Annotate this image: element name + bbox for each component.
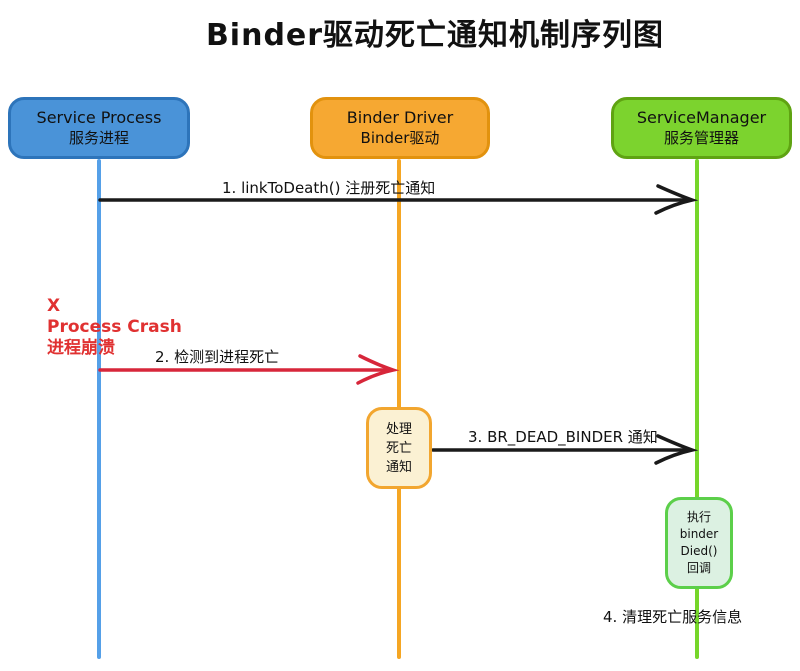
message-label-detect-death: 2. 检测到进程死亡: [155, 348, 280, 366]
note-exec-binder-died-callback: 执行 binder Died() 回调: [665, 497, 733, 589]
actor-servicemanager: ServiceManager 服务管理器: [611, 97, 792, 159]
note-line: 执行: [686, 510, 711, 524]
lifeline-servicemanager: [695, 159, 699, 659]
crash-text-zh: 进程崩溃: [47, 338, 115, 358]
actor-binder-driver-name-en: Binder Driver: [346, 108, 454, 127]
actor-binder-driver-name-zh: Binder驱动: [360, 129, 440, 147]
crash-annotation: X Process Crash 进程崩溃: [47, 296, 182, 359]
diagram-title: Binder驱动死亡通知机制序列图: [205, 18, 665, 53]
actor-servicemanager-name-en: ServiceManager: [636, 108, 767, 127]
message-label-cleanup-service: 4. 清理死亡服务信息: [603, 608, 743, 626]
crash-text-en: Process Crash: [47, 317, 182, 337]
note-line: Died(): [680, 544, 718, 558]
note-handle-death-notice: 处理 死亡 通知: [366, 407, 432, 489]
note-line: 死亡: [385, 440, 412, 456]
note-line: 回调: [686, 561, 711, 575]
actor-service-process: Service Process 服务进程: [8, 97, 190, 159]
note-line: 处理: [385, 421, 412, 437]
lifeline-service-process: [97, 159, 101, 659]
crash-x-mark: X: [47, 296, 61, 316]
actor-servicemanager-name-zh: 服务管理器: [663, 129, 739, 147]
actor-binder-driver: Binder Driver Binder驱动: [310, 97, 490, 159]
message-label-br-dead-binder: 3. BR_DEAD_BINDER 通知: [468, 428, 658, 446]
note-line: 通知: [385, 459, 412, 475]
actor-service-process-name-zh: 服务进程: [68, 129, 129, 147]
actor-service-process-name-en: Service Process: [36, 108, 162, 127]
message-label-link-to-death: 1. linkToDeath() 注册死亡通知: [222, 179, 436, 197]
note-line: binder: [679, 527, 719, 541]
